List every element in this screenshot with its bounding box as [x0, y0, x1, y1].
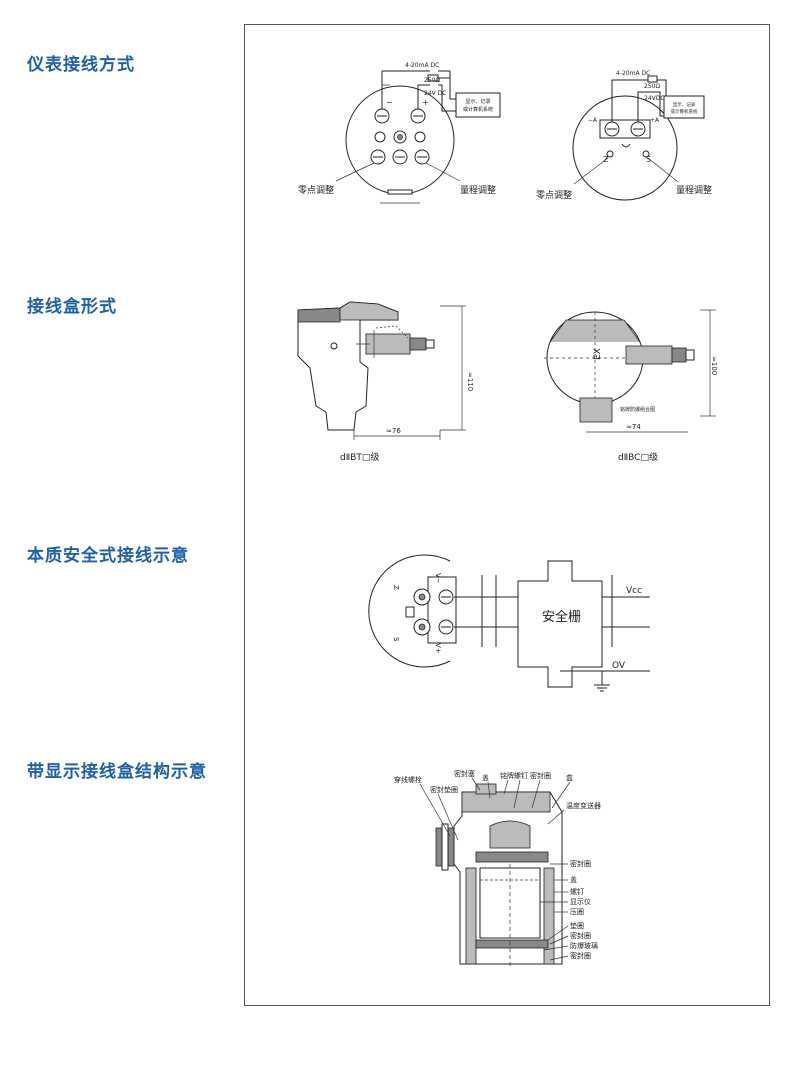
- wiring-diagram-right: Z S −A +A 显示、记录 或计算机系统 4-20mA DC 250Ω 24…: [536, 70, 712, 201]
- z-label-safety: Z: [392, 585, 400, 590]
- v-plus-label: V+: [434, 643, 442, 654]
- structure-label-15: 密封圈: [570, 931, 591, 940]
- resistor-label-right: 250Ω: [644, 83, 660, 90]
- resistor-label-left: 250Ω: [424, 77, 440, 84]
- section-title-wiring-method: 仪表接线方式: [27, 55, 135, 75]
- ov-label: OV: [612, 661, 626, 671]
- v-minus-label: V−: [434, 573, 442, 584]
- display-box-structure: 穿线螺栓 密封塞 密封垫圈 盖 铭牌 螺钉 密封圈 盒 温度变送器 密封圈 盖 …: [394, 769, 601, 968]
- structure-label-10: 盖: [570, 875, 577, 884]
- structure-label-4: 铭牌: [500, 771, 514, 780]
- signal-label-right: 4-20mA DC: [616, 70, 650, 77]
- zero-adjust-label-right: 零点调整: [536, 189, 572, 201]
- structure-label-17: 密封圈: [570, 951, 591, 960]
- zero-adjust-label-left: 零点调整: [298, 184, 334, 196]
- vcc-label: Vcc: [626, 586, 642, 596]
- height-dimension-right: ≈100: [710, 356, 718, 375]
- caption-box-left: dⅡBT□级: [340, 451, 379, 463]
- range-adjust-label-left: 量程调整: [460, 184, 496, 196]
- minus-a-label: −A: [588, 117, 598, 124]
- width-dimension-left: ≈76: [386, 427, 401, 435]
- ex-label: EX: [593, 348, 603, 360]
- structure-label-8: 温度变送器: [566, 801, 601, 810]
- structure-label-13: 压圈: [570, 908, 584, 916]
- supply-label-left: 24V DC: [424, 90, 446, 97]
- width-dimension-right: ≈74: [626, 423, 641, 431]
- display-box-label-right-1: 显示、记录: [673, 101, 696, 108]
- plus-a-label: +A: [650, 117, 660, 124]
- s-label-right: S: [646, 155, 651, 164]
- barrier-label: 安全栅: [542, 609, 581, 625]
- supply-label-right: 24VDC: [644, 95, 665, 102]
- structure-label-6: 密封圈: [530, 771, 551, 780]
- structure-label-12: 显示仪: [570, 898, 591, 906]
- structure-label-2: 密封垫圈: [430, 785, 458, 794]
- display-box-label-right-2: 或计算机系统: [671, 108, 698, 115]
- minus-sign-left: −: [386, 98, 393, 107]
- junction-box-right: EX 铭牌防爆组合图 ≈100 ≈74 dⅡBC□级: [544, 309, 718, 463]
- structure-label-14: 垫圈: [570, 921, 584, 930]
- junction-box-left: ≈110 ≈76 dⅡBT□级: [297, 301, 474, 463]
- structure-label-9: 密封圈: [570, 859, 591, 868]
- wiring-diagram-left: 显示、记录 或计算机系统 4-20mA DC 250Ω 24V DC − + 零…: [298, 62, 501, 204]
- diagram-panel: [244, 24, 770, 1006]
- section-title-display-box-structure: 带显示接线盒结构示意: [27, 762, 207, 782]
- structure-label-1: 密封塞: [454, 769, 475, 778]
- nameplate-label: 铭牌防爆组合图: [620, 406, 655, 413]
- structure-label-5: 螺钉: [514, 771, 528, 780]
- display-box-label-left-2: 或计算机系统: [463, 106, 493, 113]
- structure-label-16: 防爆玻璃: [570, 941, 598, 950]
- range-adjust-label-right: 量程调整: [676, 184, 712, 196]
- display-box-label-left-1: 显示、记录: [465, 98, 490, 105]
- s-label-safety: S: [392, 637, 400, 642]
- caption-box-right: dⅡBC□级: [618, 451, 658, 463]
- section-title-intrinsic-safety-wiring: 本质安全式接线示意: [27, 546, 189, 566]
- signal-label-left: 4-20mA DC: [405, 62, 439, 69]
- section-title-junction-box-type: 接线盒形式: [27, 297, 117, 317]
- structure-label-3: 盖: [482, 773, 489, 782]
- structure-label-11: 螺钉: [570, 887, 584, 896]
- structure-label-7: 盒: [566, 773, 573, 782]
- plus-sign-left: +: [422, 98, 429, 107]
- structure-label-0: 穿线螺栓: [394, 775, 422, 784]
- height-dimension-left: ≈110: [466, 372, 474, 391]
- safety-wiring-diagram: Z S V− V+ 安全栅 Vcc OV: [368, 554, 650, 692]
